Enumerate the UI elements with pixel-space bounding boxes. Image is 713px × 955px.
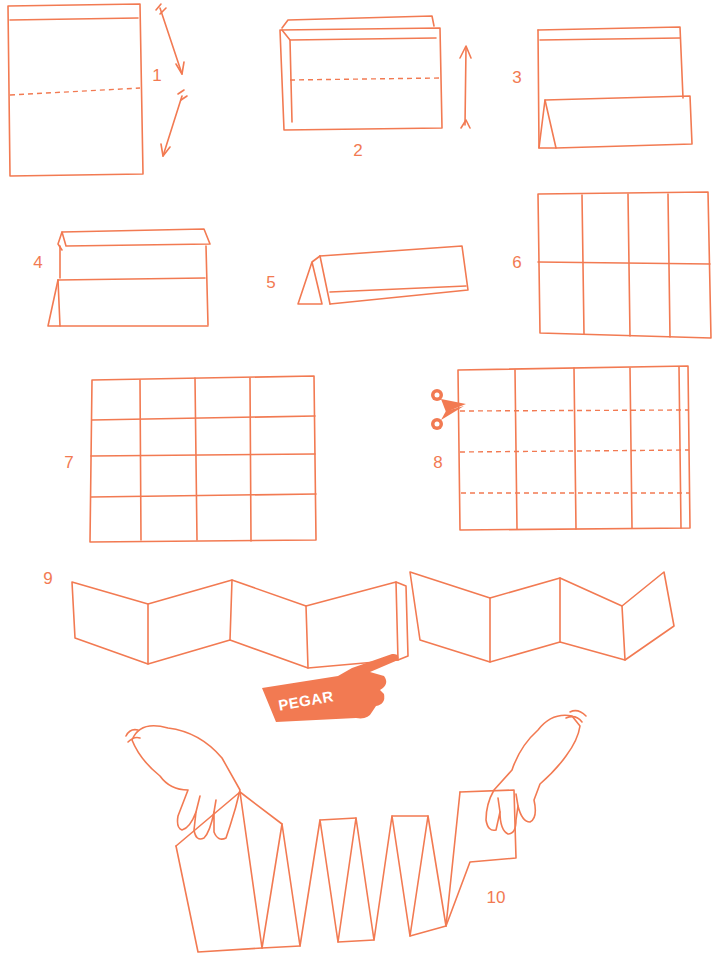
- step-number: 9: [43, 570, 52, 587]
- step-number: 2: [353, 142, 362, 159]
- step-number: 5: [266, 274, 275, 291]
- step-number: 1: [152, 67, 161, 84]
- step-number: 10: [487, 889, 506, 906]
- step-number: 4: [33, 254, 42, 271]
- step-2-sheet: [280, 16, 471, 130]
- left-hand: [126, 726, 240, 839]
- scissors-icon: [431, 389, 466, 430]
- right-hand: [486, 711, 586, 834]
- step-5-sheet: [298, 246, 468, 304]
- step-number: 3: [512, 69, 521, 86]
- step-8-grid: [431, 366, 690, 530]
- step-9-strips: [72, 572, 674, 668]
- step-3-sheet: [538, 27, 692, 148]
- step-6-grid: [538, 192, 711, 338]
- step-number: 7: [64, 454, 73, 471]
- step-7-grid: [90, 376, 316, 542]
- step-number: 8: [433, 454, 442, 471]
- step-1-sheet: [8, 4, 187, 176]
- step-10-accordion: [126, 711, 586, 952]
- step-number: 6: [512, 254, 521, 271]
- pointing-hand: [262, 654, 398, 722]
- step-4-sheet: [48, 229, 210, 326]
